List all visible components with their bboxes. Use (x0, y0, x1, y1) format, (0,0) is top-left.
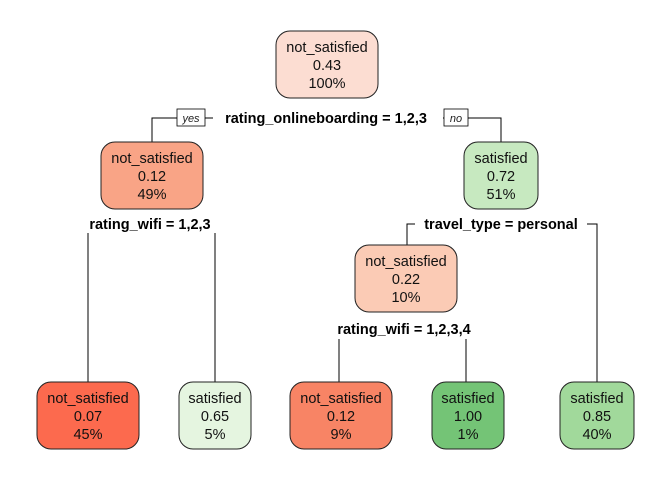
leaf-node-13-class: satisfied (441, 391, 494, 407)
split-label-n3: travel_type = personal (424, 217, 578, 233)
node-root-class: not_satisfied (286, 40, 367, 56)
no-label-text: no (450, 113, 462, 125)
node-n3-prob: 0.72 (487, 169, 515, 185)
leaf-node-13-pct: 1% (458, 427, 479, 443)
yes-label-text: yes (181, 113, 200, 125)
split-label-n6: rating_wifi = 1,2,3,4 (337, 322, 470, 338)
node-n3: satisfied 0.72 51% (463, 141, 539, 210)
leaf-node-7-prob: 0.85 (583, 409, 611, 425)
node-n2-pct: 49% (137, 187, 166, 203)
leaf-node-7-pct: 40% (582, 427, 611, 443)
leaf-node-4-class: not_satisfied (47, 391, 128, 407)
node-root-prob: 0.43 (313, 58, 341, 74)
leaf-node-5-class: satisfied (188, 391, 241, 407)
split-label-root: rating_onlineboarding = 1,2,3 (225, 111, 427, 127)
leaf-node-4-box (36, 381, 140, 450)
leaf-node-12-pct: 9% (331, 427, 352, 443)
leaf-node-5-pct: 5% (205, 427, 226, 443)
edge-n3-n6 (406, 223, 415, 245)
node-n6-prob: 0.22 (392, 272, 420, 288)
leaf-node-12-class: not_satisfied (300, 391, 381, 407)
edge-n3-leaf7 (587, 223, 598, 382)
node-n2: not_satisfied 0.12 49% (100, 141, 204, 210)
leaf-node-5-prob: 0.65 (201, 409, 229, 425)
node-root-pct: 100% (308, 76, 345, 92)
leaf-node-12: not_satisfied 0.12 9% (289, 381, 393, 450)
leaf-node-13-box (431, 381, 505, 450)
node-n2-class: not_satisfied (111, 151, 192, 167)
split-label-n2: rating_wifi = 1,2,3 (89, 217, 210, 233)
node-n6-box (354, 244, 458, 313)
node-n3-class: satisfied (474, 151, 527, 167)
leaf-node-4-pct: 45% (73, 427, 102, 443)
leaf-node-4-prob: 0.07 (74, 409, 102, 425)
leaf-node-5: satisfied 0.65 5% (178, 381, 252, 450)
leaf-node-7-box (559, 381, 635, 450)
node-n6-class: not_satisfied (365, 254, 446, 270)
leaf-node-5-box (178, 381, 252, 450)
leaf-node-13: satisfied 1.00 1% (431, 381, 505, 450)
node-root-box (275, 30, 379, 99)
node-root: not_satisfied 0.43 100% (275, 30, 379, 99)
leaf-node-12-box (289, 381, 393, 450)
leaf-node-7-class: satisfied (570, 391, 623, 407)
node-n2-prob: 0.12 (138, 169, 166, 185)
node-n6-pct: 10% (391, 290, 420, 306)
leaf-node-12-prob: 0.12 (327, 409, 355, 425)
node-n3-box (463, 141, 539, 210)
yes-label: yes (176, 108, 206, 127)
leaf-node-4: not_satisfied 0.07 45% (36, 381, 140, 450)
leaf-node-13-prob: 1.00 (454, 409, 482, 425)
no-label: no (443, 108, 469, 127)
node-n3-pct: 51% (486, 187, 515, 203)
leaf-node-7: satisfied 0.85 40% (559, 381, 635, 450)
node-n6: not_satisfied 0.22 10% (354, 244, 458, 313)
node-n2-box (100, 141, 204, 210)
